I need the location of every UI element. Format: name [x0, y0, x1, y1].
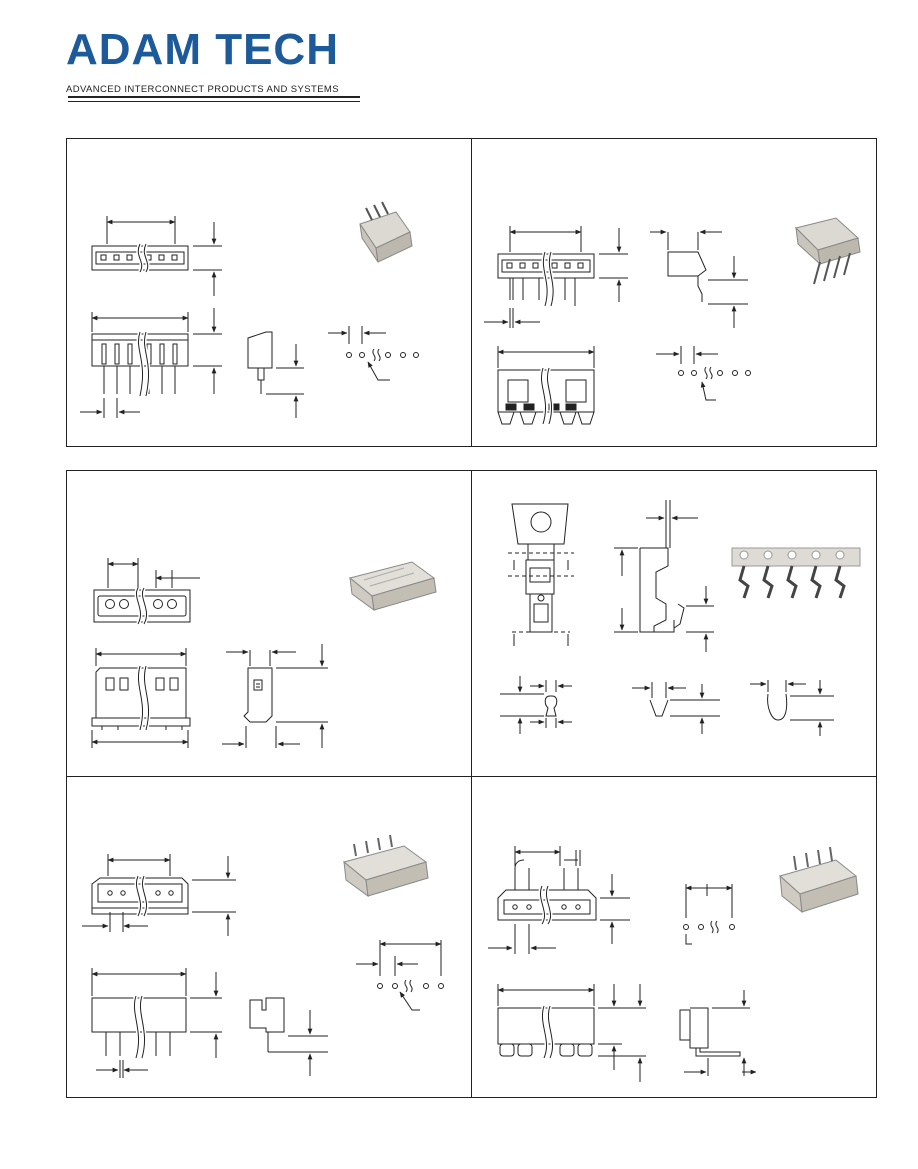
drawing-housing: [91, 558, 328, 748]
connector-photo-icon-3: [348, 561, 437, 612]
brand-logo: ADAM TECH: [66, 25, 366, 102]
panel-bottom-hdivider: [66, 776, 877, 777]
logo-underline: [68, 96, 360, 98]
drawing-shrouded-header: [82, 854, 444, 1078]
brand-name: ADAM TECH: [66, 25, 339, 74]
drawing-crimp-terminal: [500, 500, 834, 736]
connector-photo-icon-2: [795, 217, 861, 285]
connector-photo-icon-4: [342, 834, 429, 898]
panel-top-divider: [471, 138, 472, 447]
drawing-right-angle-shrouded: [488, 846, 757, 1082]
brand-tagline: ADVANCED INTERCONNECT PRODUCTS AND SYSTE…: [66, 84, 339, 95]
connector-photo-icon-5: [778, 846, 859, 914]
terminal-reel-strip-photo: [731, 547, 861, 599]
logo-underline-thin: [68, 101, 360, 102]
drawing-right-angle-header: [484, 226, 751, 425]
panel-bottom-vdivider: [471, 470, 472, 1098]
connector-photo-icon: [359, 201, 413, 263]
drawing-straight-header: [80, 216, 419, 418]
